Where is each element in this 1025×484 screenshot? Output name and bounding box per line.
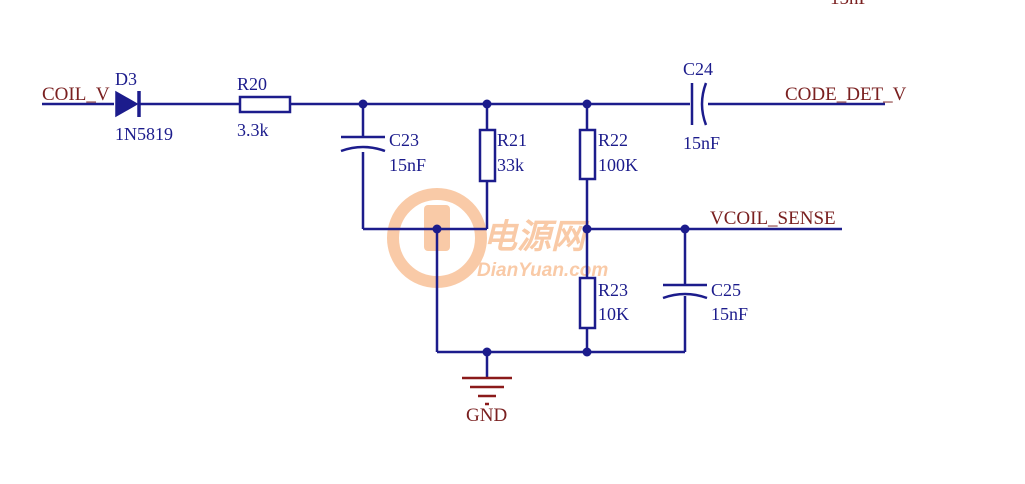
r22-value-label: 100K <box>598 155 638 175</box>
net-label-top-cut: 15nF <box>830 0 869 9</box>
capacitor-c25: C25 15nF <box>662 280 748 324</box>
r22-body <box>578 128 597 181</box>
r21-body <box>478 128 497 183</box>
capacitor-c24: C24 15nF <box>683 59 720 153</box>
dianyuan-watermark: 电源网 ® DianYuan.com <box>387 188 608 288</box>
junction-dot <box>582 224 592 234</box>
diode-d3: D3 1N5819 <box>115 69 173 144</box>
diode-anode-triangle <box>115 90 139 118</box>
r23-body <box>578 276 597 330</box>
gnd-net-label: GND <box>466 405 507 426</box>
c23-ref-label: C23 <box>389 130 419 150</box>
r21-ref-label: R21 <box>497 130 527 150</box>
wires <box>42 102 885 378</box>
r23-ref-label: R23 <box>598 280 628 300</box>
net-label-coil-v: COIL_V <box>42 84 110 105</box>
c25-value-label: 15nF <box>711 304 748 324</box>
d3-ref-label: D3 <box>115 69 137 89</box>
net-label-code-det-v: CODE_DET_V <box>785 84 907 105</box>
c25-ref-label: C25 <box>711 280 741 300</box>
watermark-reg-mark: ® <box>461 264 470 278</box>
junctions <box>358 99 690 357</box>
c23-plate-bottom <box>340 145 386 153</box>
resistor-r22: R22 100K <box>578 128 638 181</box>
junction-dot <box>582 347 592 357</box>
resistor-r23: R23 10K <box>578 276 629 330</box>
c24-plate-right <box>700 82 708 126</box>
capacitor-c23: C23 15nF <box>340 130 426 175</box>
resistor-r20: R20 3.3k <box>237 74 292 140</box>
c24-value-label: 15nF <box>683 133 720 153</box>
watermark-en-text: DianYuan.com <box>477 260 608 281</box>
junction-dot <box>482 347 492 357</box>
r21-value-label: 33k <box>497 155 524 175</box>
junction-dot <box>432 224 442 234</box>
junction-dot <box>680 224 690 234</box>
r22-ref-label: R22 <box>598 130 628 150</box>
r20-ref-label: R20 <box>237 74 267 94</box>
resistor-r21: R21 33k <box>478 128 527 183</box>
watermark-cn-text: 电源网 <box>483 218 590 256</box>
junction-dot <box>358 99 368 109</box>
ground-symbol: GND <box>462 376 512 426</box>
r20-value-label: 3.3k <box>237 120 269 140</box>
r20-body <box>238 95 292 114</box>
d3-value-label: 1N5819 <box>115 124 173 144</box>
c25-plate-bottom <box>662 292 708 300</box>
junction-dot <box>482 99 492 109</box>
r23-value-label: 10K <box>598 304 629 324</box>
c24-ref-label: C24 <box>683 59 713 79</box>
junction-dot <box>582 99 592 109</box>
net-label-vcoil-sense: VCOIL_SENSE <box>710 208 836 229</box>
c23-value-label: 15nF <box>389 155 426 175</box>
